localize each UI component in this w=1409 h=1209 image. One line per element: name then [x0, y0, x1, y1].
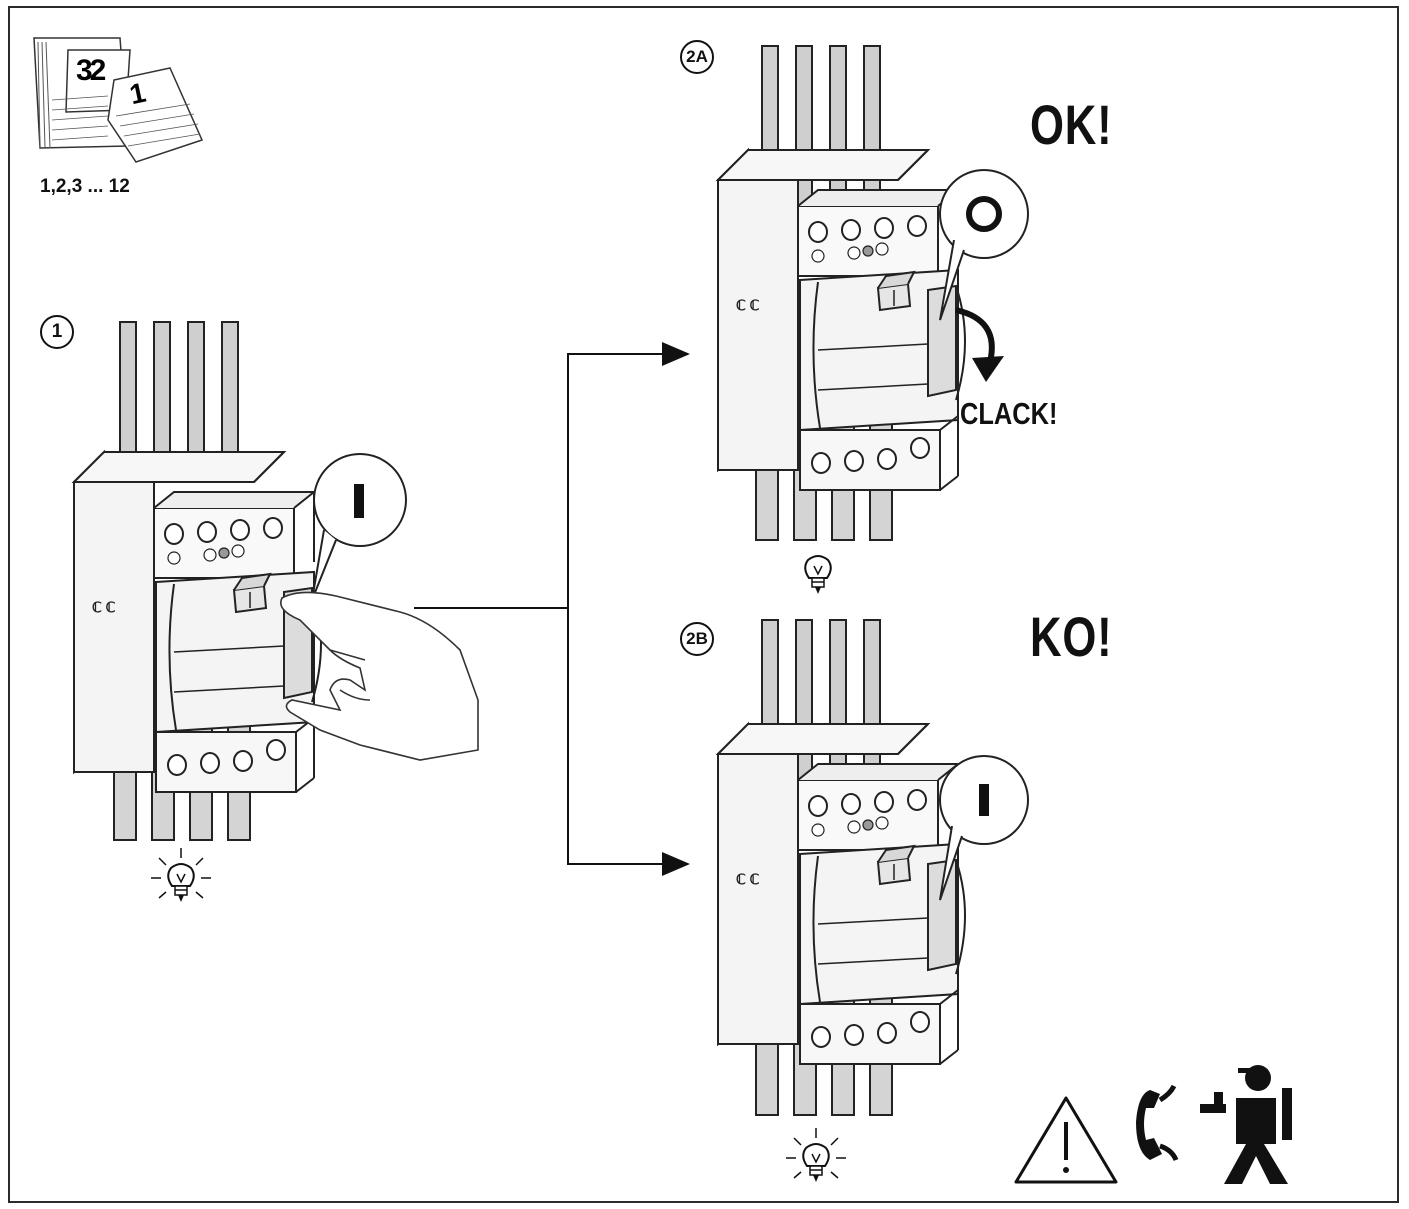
step1-callout-bubble	[311, 453, 407, 601]
step1-breaker-illustration	[73, 321, 322, 841]
technician-icon	[1200, 1065, 1292, 1184]
flow-connector	[414, 342, 690, 876]
diagram-frame	[8, 6, 1399, 1203]
step2a-callout-bubble	[939, 169, 1029, 321]
telephone-icon	[1136, 1084, 1179, 1162]
hand-icon	[280, 591, 479, 761]
step2b-lamp-icon	[785, 1127, 847, 1183]
step2a-result-label: OK!	[1030, 93, 1113, 156]
step2a-lamp-icon	[804, 555, 832, 595]
calendar-back-page-number: 32	[76, 54, 106, 87]
calendar-caption: 1,2,3 ... 12	[40, 176, 130, 197]
step2b-callout-bubble	[939, 755, 1029, 901]
step2b-number-badge: 2B	[680, 622, 714, 656]
step2b-breaker-illustration	[717, 619, 966, 1116]
rotation-arrow-icon	[955, 307, 1004, 382]
step2b-result-label: KO!	[1030, 605, 1113, 668]
calendar-icon	[33, 37, 204, 163]
step2a-sound-label: CLACK!	[960, 396, 1058, 431]
warning-icon	[1014, 1096, 1118, 1184]
step2a-number-badge: 2A	[680, 40, 714, 74]
step2a-breaker-illustration	[717, 45, 966, 541]
step1-number-badge: 1	[40, 315, 74, 349]
step1-lamp-icon	[150, 847, 212, 903]
